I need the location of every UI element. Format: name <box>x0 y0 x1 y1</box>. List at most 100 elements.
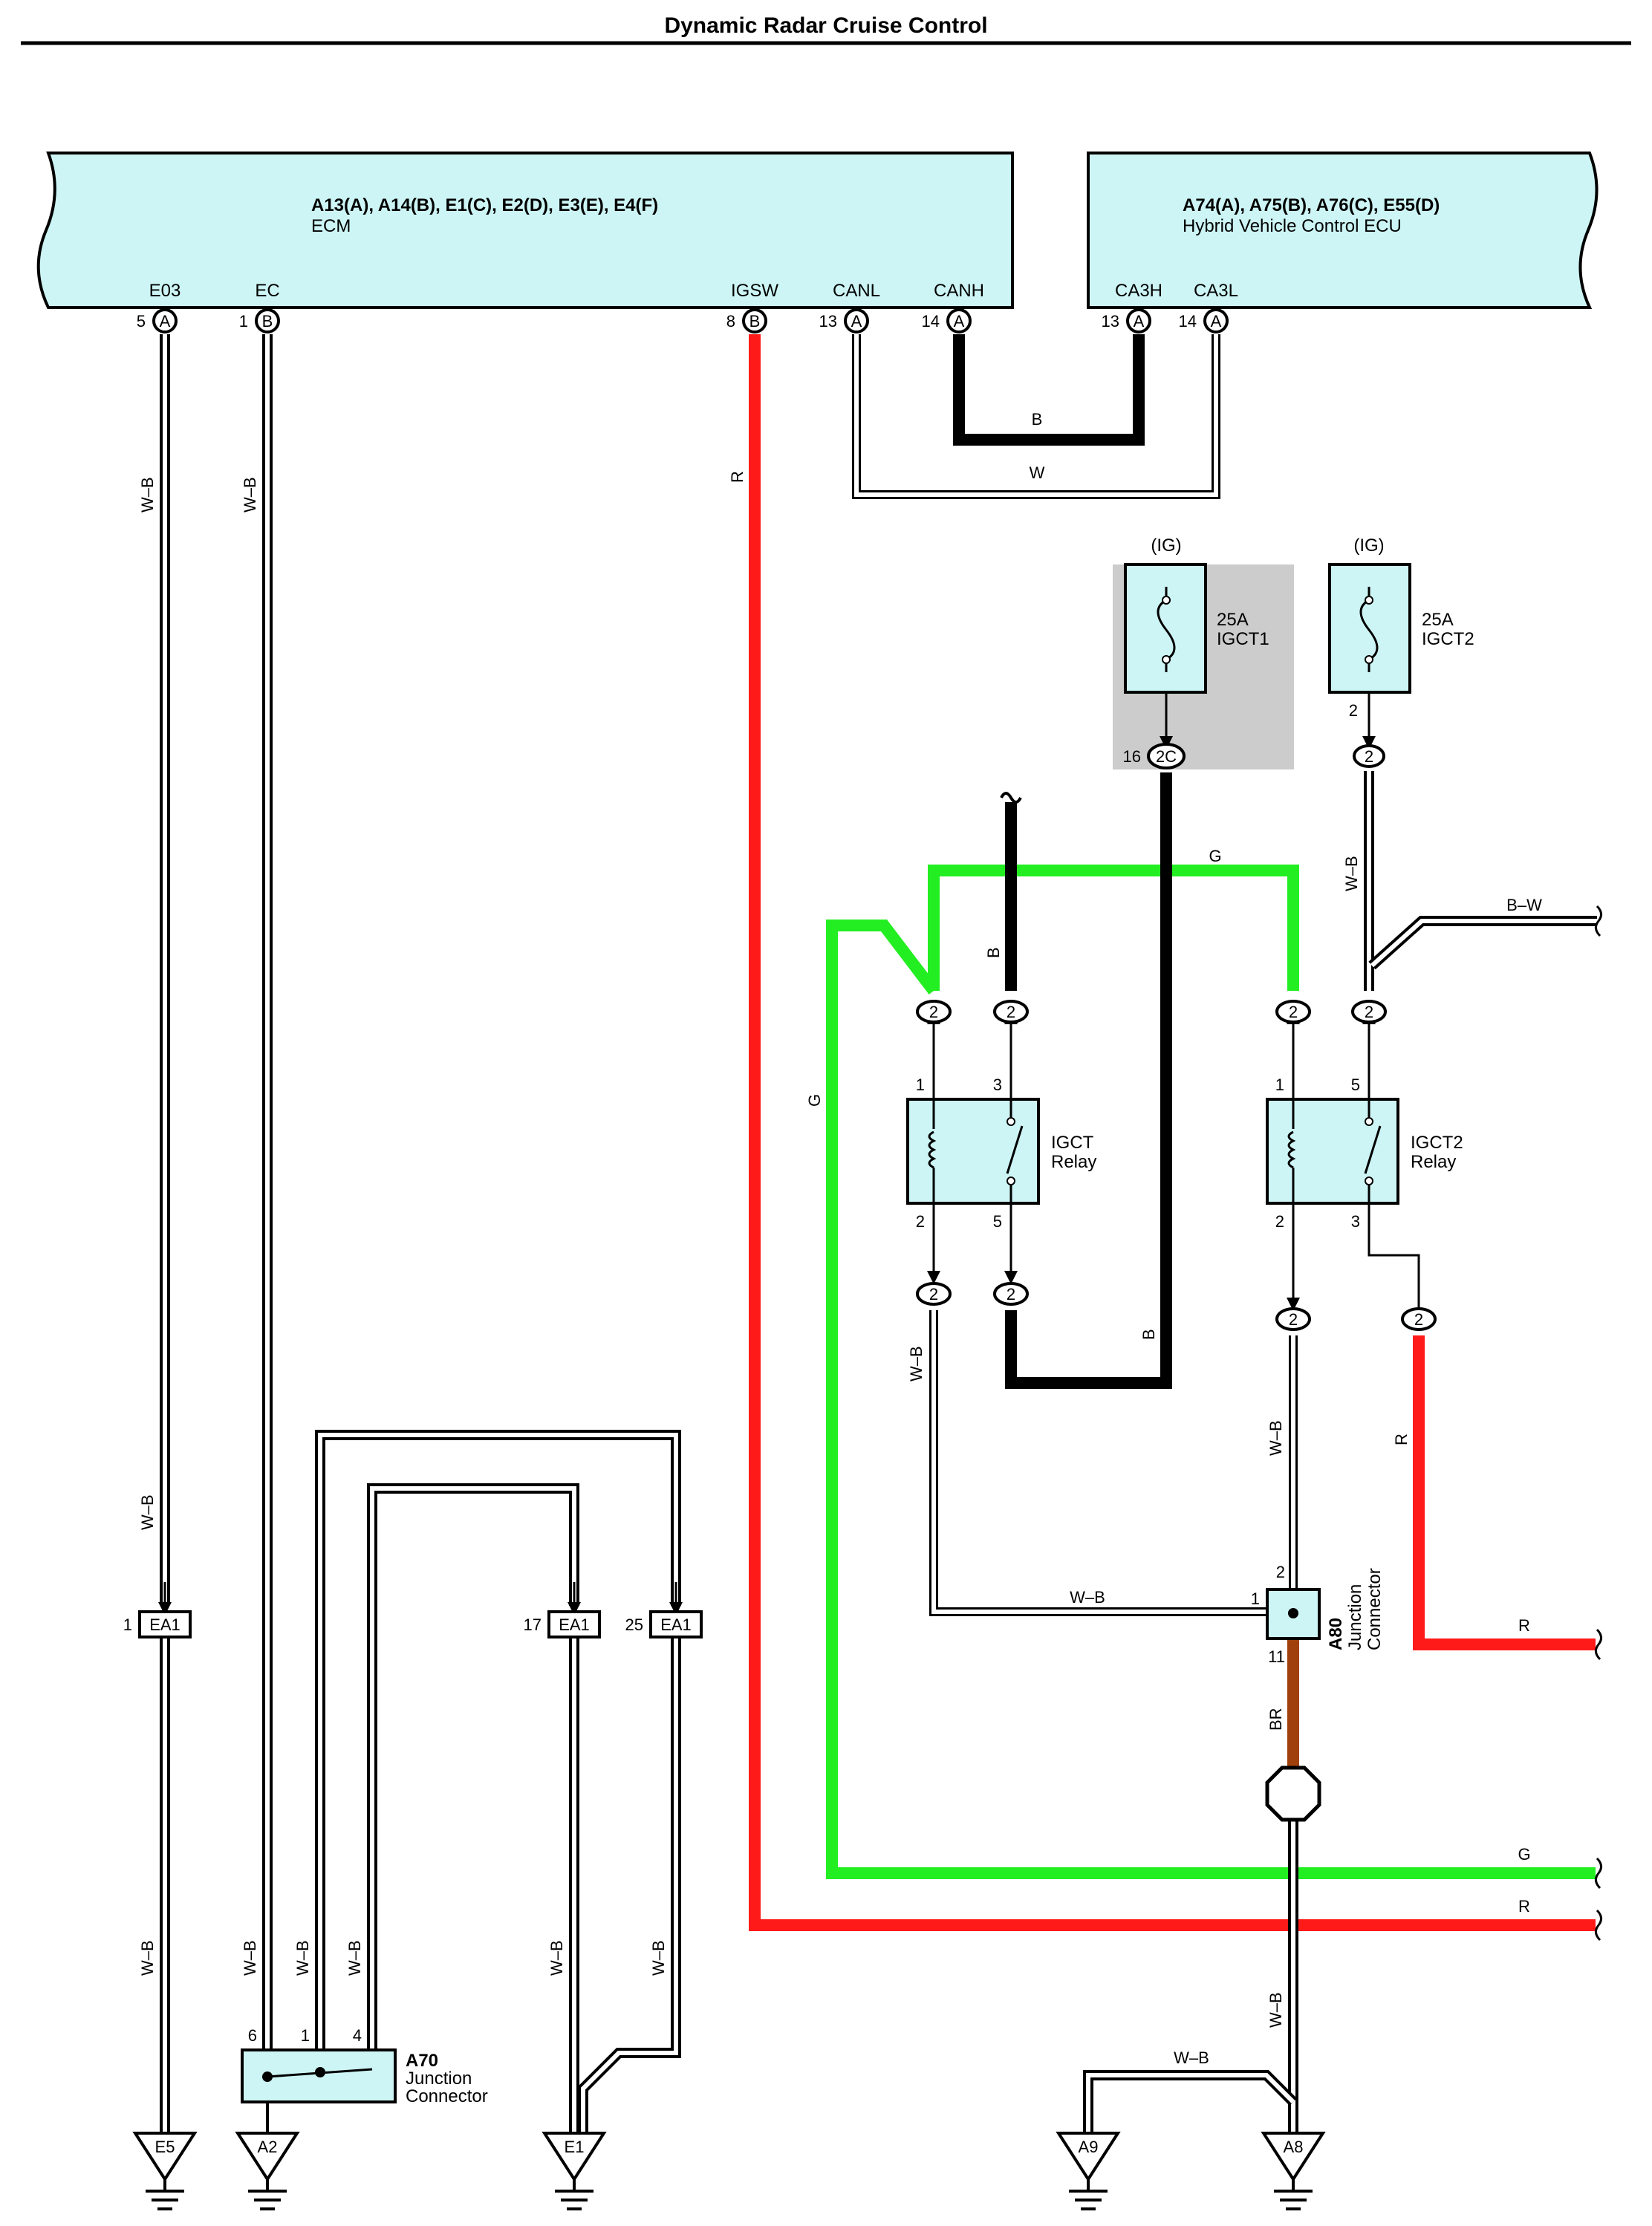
svg-text:5: 5 <box>993 1212 1002 1231</box>
ecm-name: ECM <box>311 216 351 236</box>
svg-text:2: 2 <box>1289 1003 1298 1021</box>
ground-a8 <box>1261 2132 1326 2210</box>
svg-text:2: 2 <box>1007 1003 1015 1021</box>
svg-text:A9: A9 <box>1079 2138 1099 2156</box>
svg-text:(IG): (IG) <box>1151 536 1181 556</box>
ecm-component: A13(A), A14(B), E1(C), E2(D), E3(E), E4(… <box>36 152 1014 309</box>
wire-igct2-pin3 <box>1368 1233 1420 1307</box>
svg-text:Connector: Connector <box>406 2086 488 2106</box>
ground-labels: E5 A2 E1 A9 A8 <box>155 2138 1304 2156</box>
svg-text:W–B: W–B <box>345 1940 364 1976</box>
fuse-igct1: (IG) 25A IGCT1 2C 16 <box>1113 536 1294 769</box>
wire-break-mark <box>1000 792 1022 804</box>
svg-text:IGCT: IGCT <box>1051 1133 1094 1153</box>
svg-text:2: 2 <box>1276 1563 1285 1581</box>
wire-a8 <box>1083 1820 1298 2133</box>
svg-text:3: 3 <box>993 1075 1002 1094</box>
svg-text:A8: A8 <box>1284 2138 1304 2156</box>
hv-ecu-connectors: A74(A), A75(B), A76(C), E55(D) <box>1183 195 1440 215</box>
svg-text:A: A <box>1134 312 1145 331</box>
svg-text:1: 1 <box>1251 1589 1260 1608</box>
relay-igct: 1 3 2 5 IGCT Relay <box>906 1013 1096 1284</box>
svg-text:W–B: W–B <box>293 1940 312 1976</box>
svg-text:IGCT1: IGCT1 <box>1217 629 1269 649</box>
wire-igct2-fuse <box>1364 771 1597 991</box>
svg-text:2: 2 <box>1275 1212 1284 1231</box>
hv-pin-circles: A 13 A 14 <box>1102 308 1229 333</box>
svg-text:(IG): (IG) <box>1353 536 1384 556</box>
svg-text:2: 2 <box>929 1003 938 1021</box>
svg-text:W–B: W–B <box>649 1940 668 1976</box>
svg-text:G: G <box>1518 1845 1530 1864</box>
svg-text:A: A <box>954 312 965 331</box>
svg-text:14: 14 <box>922 312 940 331</box>
svg-text:W–B: W–B <box>1070 1588 1105 1607</box>
svg-text:R: R <box>728 471 747 483</box>
svg-text:Junction: Junction <box>406 2069 472 2089</box>
wire-a70-ea1 <box>315 1430 681 2133</box>
svg-text:A80: A80 <box>1326 1618 1346 1650</box>
ground-e5 <box>132 2132 198 2210</box>
svg-text:Relay: Relay <box>1411 1152 1456 1172</box>
svg-text:B: B <box>1139 1329 1158 1340</box>
a80-junction-connector: 2 1 11 A80 Junction Connector <box>1251 1563 1385 1666</box>
svg-text:G: G <box>805 1094 824 1107</box>
svg-text:W–B: W–B <box>1174 2048 1209 2067</box>
wire-igct-a80 <box>929 1310 1292 1616</box>
svg-text:11: 11 <box>1268 1647 1285 1666</box>
svg-text:13: 13 <box>819 312 837 331</box>
svg-text:6: 6 <box>248 2026 257 2045</box>
svg-text:B: B <box>984 947 1003 958</box>
ecm-pin-ec: EC <box>255 281 279 301</box>
svg-text:A2: A2 <box>258 2138 278 2156</box>
svg-text:B: B <box>1032 410 1043 429</box>
svg-text:1: 1 <box>301 2026 310 2045</box>
svg-text:2: 2 <box>1414 1310 1423 1329</box>
svg-text:2: 2 <box>929 1285 938 1304</box>
svg-text:2: 2 <box>1289 1310 1298 1329</box>
grounds <box>132 2132 1326 2210</box>
wire-continuation-marks <box>1595 905 1602 1942</box>
ground-e1 <box>542 2132 607 2210</box>
wire-black <box>1005 772 1172 1389</box>
svg-text:EA1: EA1 <box>660 1615 692 1634</box>
svg-text:W–B: W–B <box>138 1494 157 1530</box>
svg-text:E5: E5 <box>155 2138 175 2156</box>
svg-text:3: 3 <box>1351 1212 1360 1231</box>
wire-r-right <box>1413 1335 1596 1650</box>
svg-text:EA1: EA1 <box>559 1615 590 1634</box>
svg-text:2: 2 <box>1349 701 1358 720</box>
hv-pin-ca3l: CA3L <box>1194 281 1238 301</box>
svg-text:W–B: W–B <box>907 1346 926 1382</box>
svg-text:17: 17 <box>524 1615 542 1634</box>
svg-text:16: 16 <box>1123 747 1141 766</box>
svg-text:5: 5 <box>137 312 146 331</box>
svg-text:B–W: B–W <box>1506 896 1542 914</box>
ecm-pin-canh: CANH <box>934 281 984 301</box>
svg-text:Junction: Junction <box>1345 1584 1365 1650</box>
svg-text:2C: 2C <box>1156 747 1177 766</box>
svg-text:Relay: Relay <box>1051 1152 1096 1172</box>
svg-text:25A: 25A <box>1217 610 1249 630</box>
svg-text:A: A <box>851 312 862 331</box>
svg-text:14: 14 <box>1179 312 1197 331</box>
svg-text:2: 2 <box>916 1212 925 1231</box>
svg-text:A: A <box>1211 312 1222 331</box>
svg-text:W–B: W–B <box>138 477 157 512</box>
svg-text:W–B: W–B <box>138 1940 157 1976</box>
svg-text:R: R <box>1392 1433 1411 1445</box>
ea1-connectors: EA1 1 EA1 17 EA1 25 <box>123 1582 703 1638</box>
relay-connectors: 2 2 2 2 2 2 2 2 <box>916 1000 1437 1331</box>
svg-text:25A: 25A <box>1422 610 1454 630</box>
svg-text:W–B: W–B <box>1266 1420 1285 1456</box>
ecm-pin-circles: A 5 B 1 B 8 A 13 A 14 <box>137 308 972 333</box>
svg-text:IGCT2: IGCT2 <box>1422 629 1474 649</box>
svg-text:R: R <box>1518 1897 1530 1916</box>
svg-text:2: 2 <box>1365 1003 1373 1021</box>
svg-text:W–B: W–B <box>1342 856 1361 891</box>
svg-text:W–B: W–B <box>1266 1992 1285 2028</box>
svg-text:13: 13 <box>1102 312 1119 331</box>
svg-text:W: W <box>1030 463 1045 482</box>
wire-color-labels: W–B W–B R B W G B W–B B–W G W–B B W–B R … <box>138 410 1542 2067</box>
